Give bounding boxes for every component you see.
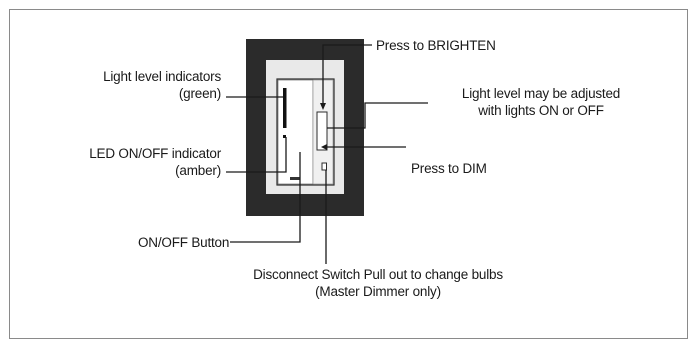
leader-adjust <box>327 102 428 129</box>
label-adjust-line1: Light level may be adjusted <box>461 86 621 101</box>
arrow-brighten <box>320 103 326 110</box>
label-led-line2: (amber) <box>175 163 221 178</box>
leader-lines <box>226 44 428 264</box>
label-disconnect-switch: Disconnect Switch Pull out to change bul… <box>247 266 509 300</box>
brand-mark <box>290 177 300 180</box>
label-disconnect-line2: (Master Dimmer only) <box>315 284 441 299</box>
leader-led <box>226 137 287 173</box>
label-led-line1: LED ON/OFF indicator <box>89 146 221 161</box>
leader-brighten <box>322 44 372 108</box>
led-indicator <box>283 135 286 138</box>
light-level-indicator-strip <box>283 88 287 128</box>
label-disconnect-line1: Disconnect Switch Pull out to change bul… <box>253 267 503 282</box>
label-light-level-line2: (green) <box>178 86 221 101</box>
leader-on-off <box>230 152 301 243</box>
arrow-dim <box>321 144 327 150</box>
label-press-dim: Press to DIM <box>411 161 487 176</box>
label-light-level-adjust: Light level may be adjusted with lights … <box>431 85 651 119</box>
label-led-indicator: LED ON/OFF indicator (amber) <box>89 145 221 179</box>
label-on-off-button: ON/OFF Button <box>138 235 230 250</box>
label-adjust-line2: with lights ON or OFF <box>478 103 604 118</box>
disconnect-switch-tab <box>321 162 327 171</box>
label-press-brighten: Press to BRIGHTEN <box>376 38 496 53</box>
arrowheads <box>320 103 327 150</box>
rocker-bar <box>316 111 328 151</box>
label-light-level-indicators: Light level indicators (green) <box>103 68 221 102</box>
label-light-level-line1: Light level indicators <box>103 69 221 84</box>
